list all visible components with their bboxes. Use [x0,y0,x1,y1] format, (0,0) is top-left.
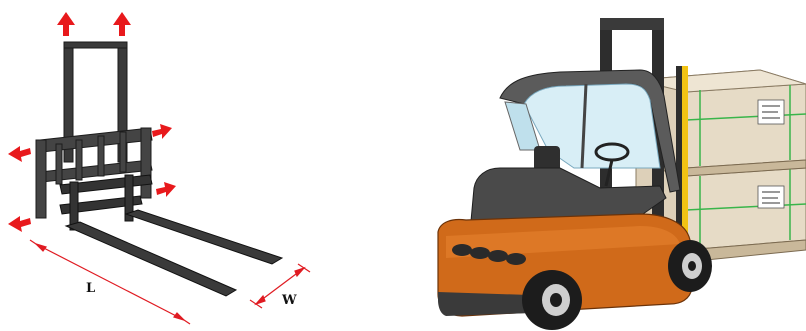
width-dimension [250,264,310,308]
arrow-left-lower [8,216,31,232]
fork-positioner-drawing: L W [8,12,310,324]
length-dimension [30,240,190,324]
arrow-right-lower [156,182,176,197]
arrow-up-right [113,12,131,36]
lower-carriage-bar [60,175,152,230]
arrow-up-left [57,12,75,36]
arrow-right-upper [152,124,172,139]
rear-wheel [522,270,582,330]
arrow-left-upper [8,146,31,162]
width-label: W [281,293,297,308]
fork-tines [66,210,282,296]
front-wheel [668,240,712,292]
forklift-illustration [438,18,806,330]
length-label: L [86,281,95,296]
